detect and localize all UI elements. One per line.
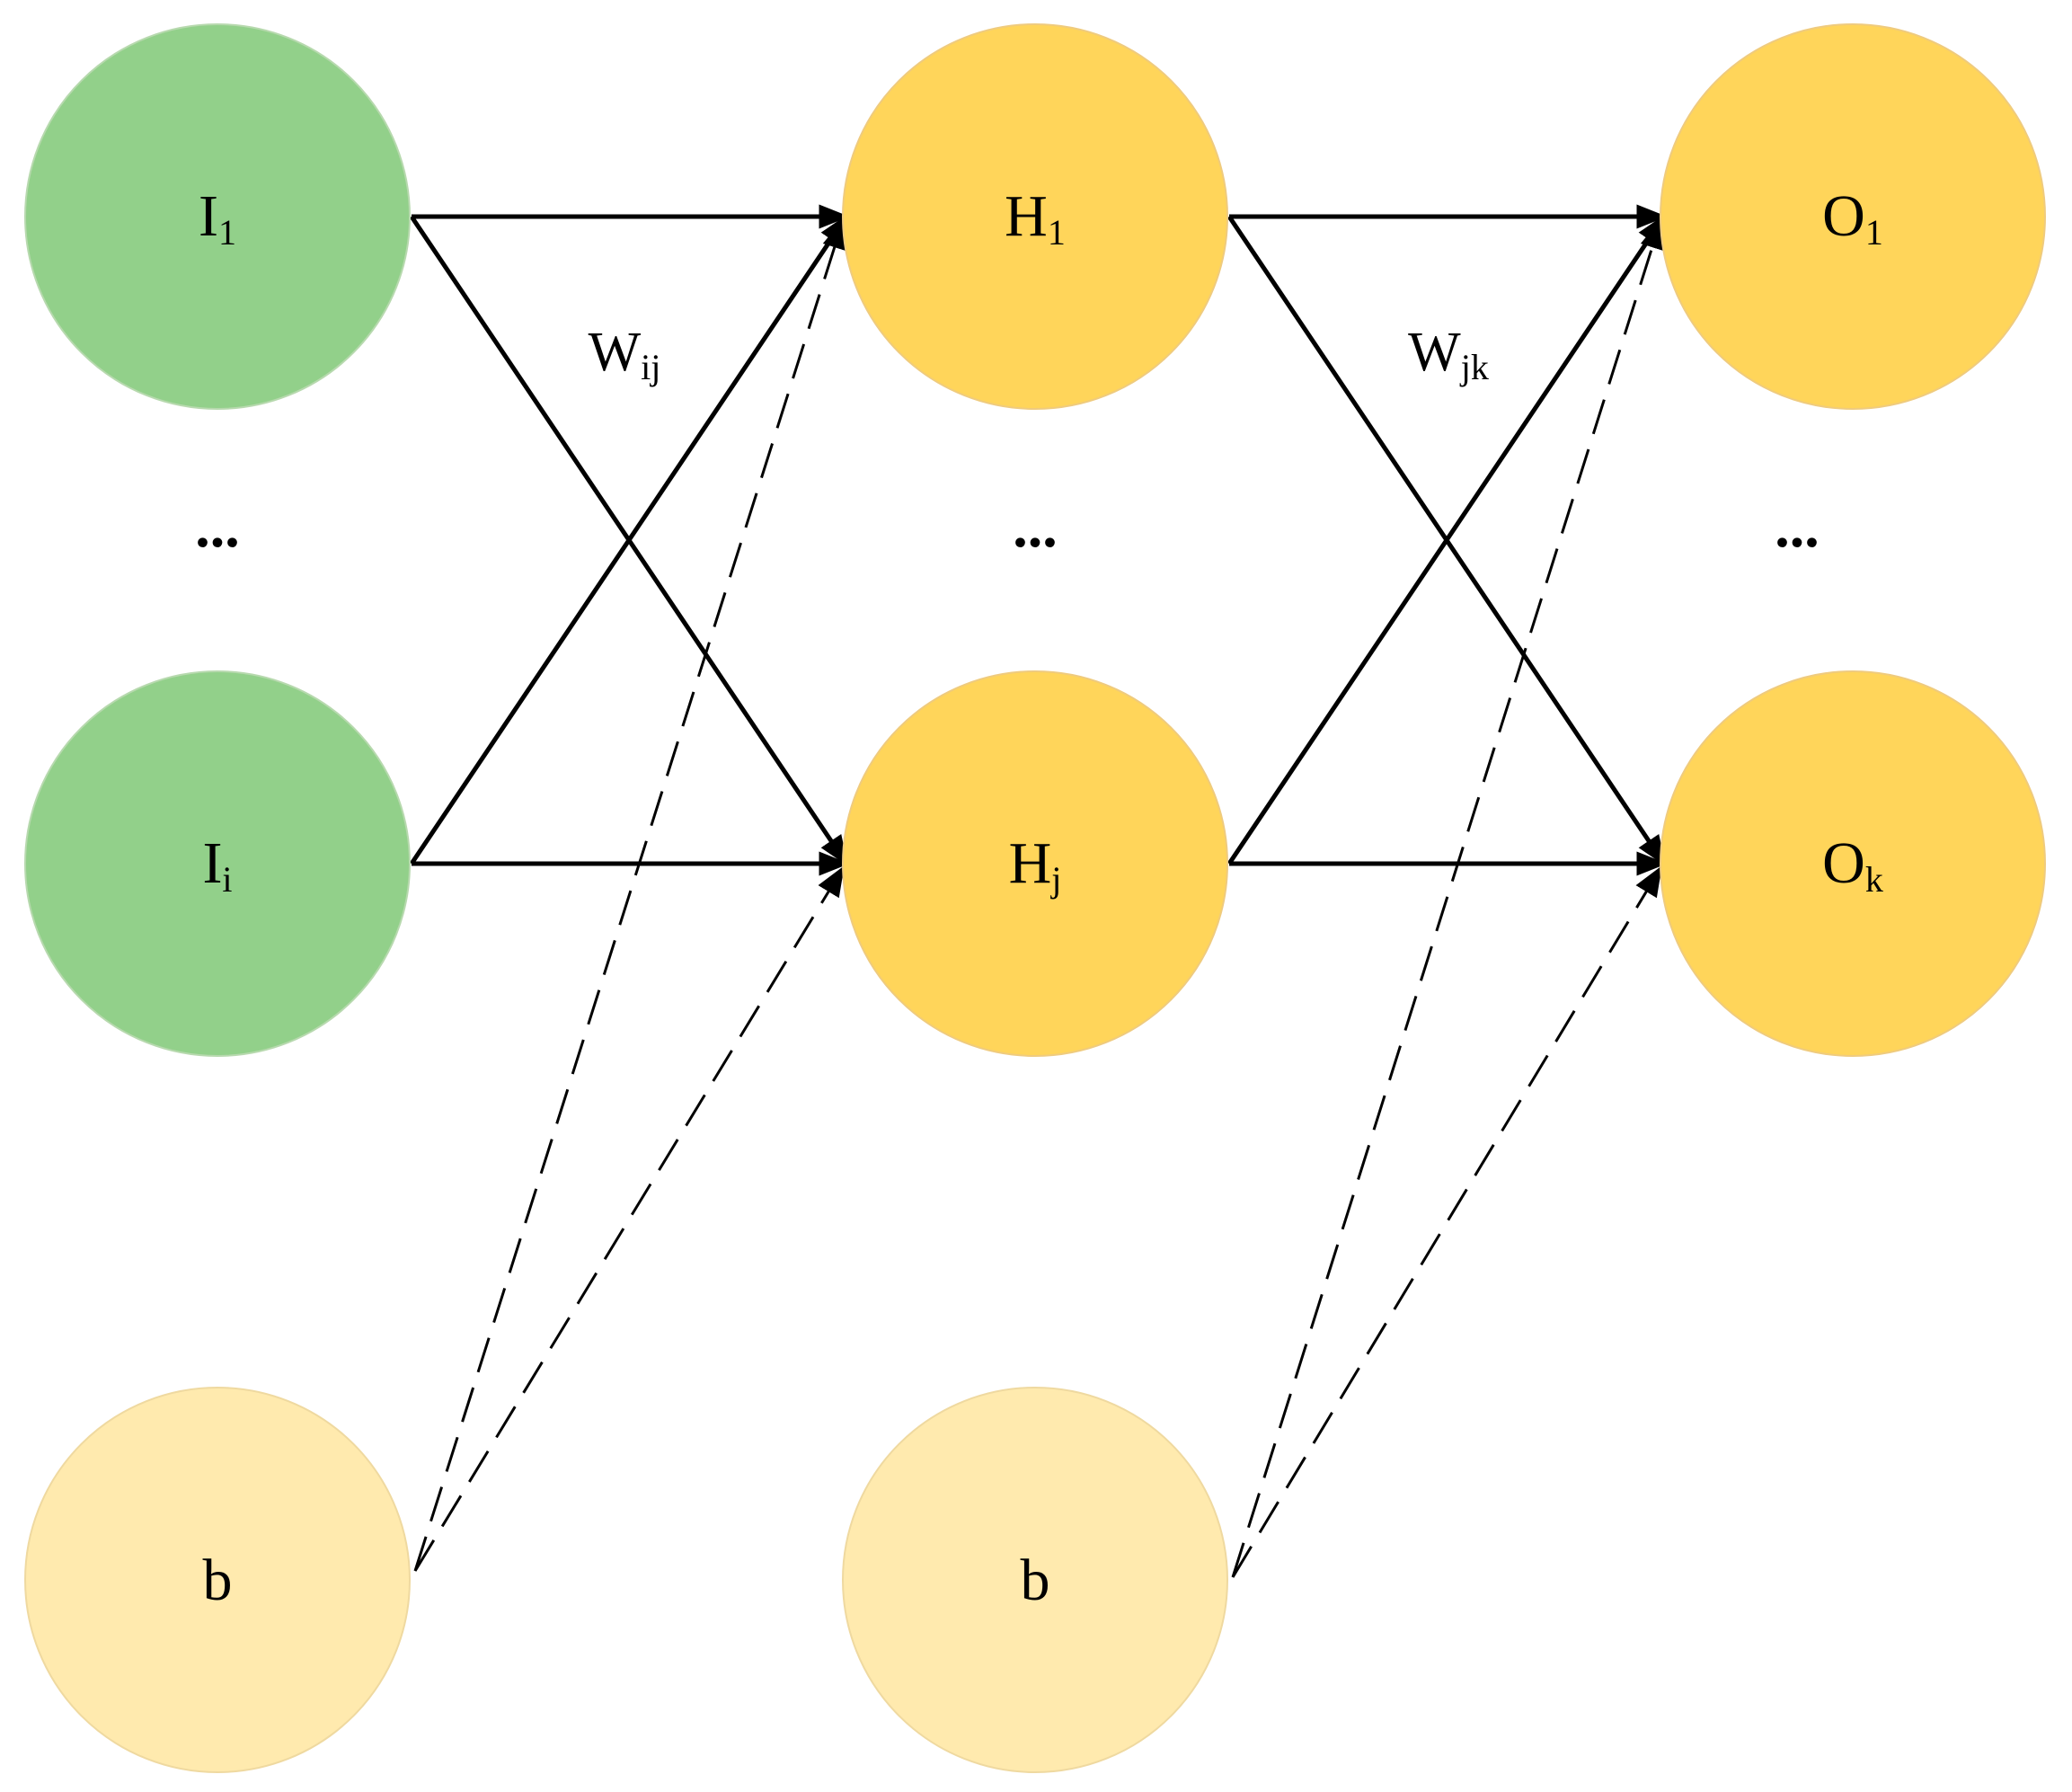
hidden-node-1: [842, 23, 1228, 410]
output-1-label: O1: [1822, 183, 1883, 253]
edge-hj-o1: [1226, 214, 1667, 865]
output-node-k: [1660, 670, 2046, 1057]
bias-node-2: [842, 1387, 1228, 1773]
edge-ii-h1: [409, 214, 849, 865]
output-k-label: Ok: [1822, 830, 1883, 900]
input-node-i: [24, 670, 411, 1057]
output-node-1: [1660, 23, 2046, 410]
weight-ij-label: Wij: [589, 322, 661, 387]
input-layer: [24, 23, 411, 1773]
edge-b1-hj: [413, 865, 845, 1572]
output-ellipsis: ...: [1775, 494, 1820, 560]
edge-b1-h1: [413, 217, 846, 1572]
edge-b2-ok: [1231, 865, 1662, 1578]
input-ellipsis: ...: [195, 494, 240, 560]
bias-node-1: [24, 1387, 411, 1773]
weight-jk-label: Wjk: [1408, 322, 1489, 387]
hidden-1-label: H1: [1005, 183, 1066, 253]
hidden-output-edges: [1226, 204, 1668, 876]
bias-edges: [413, 217, 1664, 1578]
input-hidden-edges: [409, 204, 850, 876]
hidden-j-label: Hj: [1009, 830, 1062, 900]
edge-b2-o1: [1231, 217, 1664, 1578]
input-1-label: I1: [199, 183, 236, 253]
hidden-ellipsis: ...: [1013, 494, 1058, 560]
output-layer: [1660, 23, 2046, 1057]
bias-2-label: b: [1021, 1548, 1050, 1613]
input-node-1: [24, 23, 411, 410]
hidden-layer: [842, 23, 1228, 1773]
hidden-node-j: [842, 670, 1228, 1057]
input-i-label: Ii: [202, 830, 232, 900]
bias-1-label: b: [203, 1548, 233, 1613]
